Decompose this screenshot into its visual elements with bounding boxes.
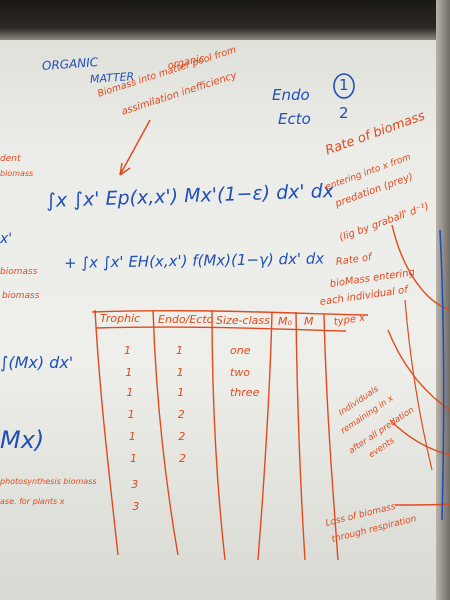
endo-number: 1 xyxy=(339,76,349,94)
left-fragment-plants: ase. for plants x xyxy=(0,497,65,506)
table-cell-trophic: 1 xyxy=(125,366,133,379)
table-cell-endo-ecto: 2 xyxy=(178,430,186,443)
table-header-size-class: Size-class xyxy=(216,314,270,327)
table-cell-endo-ecto: 1 xyxy=(176,366,184,379)
ecto-label: Ecto xyxy=(278,110,311,128)
organic-arrow xyxy=(119,119,151,176)
ecto-number: 2 xyxy=(339,104,349,122)
board-frame-top xyxy=(0,0,450,40)
table-cell-trophic: 3 xyxy=(131,478,139,491)
left-fragment-x-prime: x' xyxy=(0,231,13,247)
table-cell-endo-ecto: 2 xyxy=(179,452,186,465)
left-fragment-biomass-a: biomass xyxy=(0,169,34,178)
table-header-m0: M₀ xyxy=(278,315,292,328)
left-fragment-dent: dent xyxy=(0,154,21,164)
table-header-endo-ecto: Endo/Ecto xyxy=(158,313,214,326)
endo-label: Endo xyxy=(272,86,310,104)
table-cell-trophic: 1 xyxy=(128,430,136,443)
endo-number-circle xyxy=(333,73,355,99)
table-cell-size-class: one xyxy=(230,344,251,357)
table-cell-size-class: three xyxy=(230,386,260,399)
table-cell-trophic: 1 xyxy=(130,452,137,465)
table-cell-trophic: 1 xyxy=(127,408,135,421)
table-cell-trophic: 1 xyxy=(124,344,131,357)
table-cell-size-class: two xyxy=(230,366,251,379)
table-cell-trophic: 3 xyxy=(132,500,140,513)
left-fragment-mx: Mx) xyxy=(0,426,45,454)
left-fragment-biomass-c: biomass xyxy=(2,291,40,301)
left-fragment-photosynthesis: photosynthesis biomass xyxy=(0,477,97,486)
table-header-m: M xyxy=(304,315,314,328)
biomass-table-lines xyxy=(91,309,369,561)
table-cell-endo-ecto: 1 xyxy=(176,344,183,357)
table-cell-trophic: 1 xyxy=(126,386,134,399)
table-cell-endo-ecto: 2 xyxy=(177,408,185,421)
equation-line-2: + ∫x ∫x' EH(x,x') f(Mx)(1−γ) dx' dx xyxy=(63,249,325,272)
left-fragment-biomass-b: biomass xyxy=(0,267,38,277)
blue-right-bracket xyxy=(439,229,445,521)
table-cell-endo-ecto: 1 xyxy=(177,386,185,399)
right-arrows xyxy=(387,224,450,506)
table-header-trophic: Trophic xyxy=(100,312,141,325)
left-fragment-integral: ∫(Mx) dx' xyxy=(0,353,74,372)
title-organic: ORGANIC xyxy=(41,55,99,73)
